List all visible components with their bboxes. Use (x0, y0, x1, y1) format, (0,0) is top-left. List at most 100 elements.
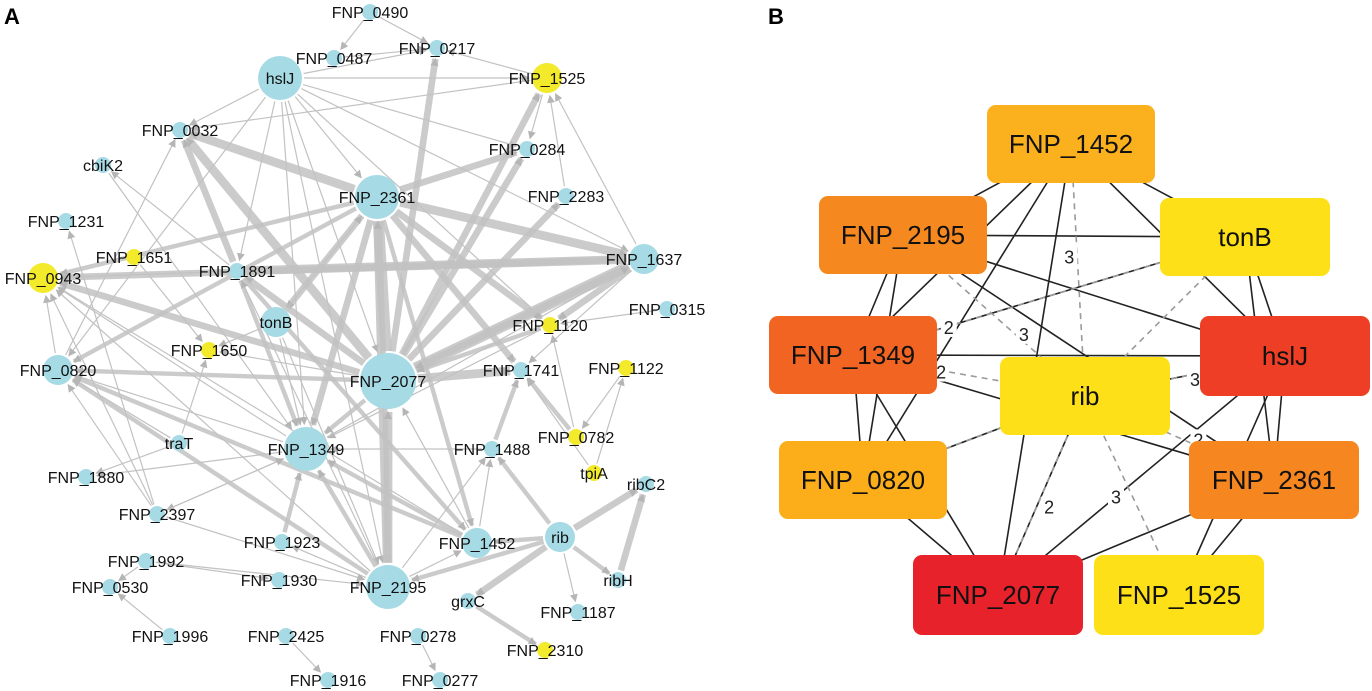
node-circle (570, 604, 586, 620)
node-label: FNP_0277 (402, 673, 479, 690)
node-fnp-1891[interactable]: FNP_1891 (199, 263, 276, 281)
hub-node-tonb[interactable]: tonB (1160, 198, 1330, 276)
node-fnp-2195[interactable]: FNP_2195 (350, 565, 427, 609)
hub-node-label: FNP_0820 (801, 465, 925, 495)
hub-node-fnp-2195[interactable]: FNP_2195 (819, 196, 987, 274)
node-fnp-2361[interactable]: FNP_2361 (339, 175, 416, 219)
node-fnp-2283[interactable]: FNP_2283 (528, 188, 605, 206)
hub-node-fnp-2361[interactable]: FNP_2361 (1189, 441, 1359, 519)
node-cbik2[interactable]: cbiK2 (83, 157, 123, 175)
node-label: traT (165, 436, 194, 453)
node-fnp-2425[interactable]: FNP_2425 (248, 628, 325, 646)
node-circle (558, 188, 574, 204)
node-fnp-0277[interactable]: FNP_0277 (402, 672, 479, 690)
edge-tonb-to-fnp-2361 (286, 215, 362, 310)
node-grxc[interactable]: grxC (451, 593, 485, 611)
node-ribc2[interactable]: ribC2 (627, 476, 665, 494)
node-fnp-1187[interactable]: FNP_1187 (540, 604, 616, 622)
edge-label-bg (1015, 323, 1032, 344)
node-ribh[interactable]: ribH (603, 572, 633, 590)
node-fnp-1651[interactable]: FNP_1651 (96, 249, 173, 267)
node-circle (229, 263, 245, 279)
panel-a-edges (43, 16, 658, 673)
node-fnp-0820[interactable]: FNP_0820 (20, 355, 97, 385)
edge-rib-to-fnp-1187 (563, 553, 578, 603)
node-fnp-1996[interactable]: FNP_1996 (132, 628, 209, 646)
edge-fnp-0490-to-fnp-0217 (378, 16, 429, 44)
edge-hslj-to-fnp-0820 (68, 96, 266, 357)
node-fnp-0032[interactable]: FNP_0032 (142, 122, 219, 140)
hub-node-fnp-1525[interactable]: FNP_1525 (1094, 555, 1264, 635)
node-fnp-1650[interactable]: FNP_1650 (171, 342, 248, 360)
node-circle (278, 628, 294, 644)
edge-weight-label: 2 (944, 318, 954, 338)
edge-grxc-to-fnp-2310 (475, 604, 537, 646)
node-trat[interactable]: traT (165, 435, 194, 453)
node-fnp-2397[interactable]: FNP_2397 (119, 506, 196, 524)
node-fnp-2077[interactable]: FNP_2077 (350, 353, 427, 409)
node-fnp-1349[interactable]: FNP_1349 (268, 427, 345, 471)
hub-node-rib[interactable]: rib (1000, 357, 1170, 435)
node-fnp-0217[interactable]: FNP_0217 (399, 40, 476, 58)
node-rib[interactable]: rib (545, 522, 575, 552)
node-fnp-0487[interactable]: FNP_0487 (296, 50, 373, 68)
node-circle (462, 528, 492, 558)
node-fnp-1916[interactable]: FNP_1916 (290, 672, 367, 690)
edge-trat-to-fnp-0820 (72, 378, 171, 439)
node-circle (659, 301, 675, 317)
edge-fnp-1923-to-fnp-1349 (282, 472, 302, 533)
node-fnp-1120[interactable]: FNP_1120 (512, 317, 588, 335)
hub-node-fnp-0820[interactable]: FNP_0820 (779, 441, 947, 519)
node-tpia[interactable]: tpiA (580, 465, 608, 483)
edge-ribh-to-ribc2 (617, 493, 647, 572)
node-fnp-1880[interactable]: FNP_1880 (48, 469, 125, 487)
hub-node-box (1000, 357, 1170, 435)
node-fnp-0782[interactable]: FNP_0782 (538, 429, 615, 447)
hub-node-box (987, 105, 1155, 183)
node-label: FNP_0943 (5, 271, 82, 288)
node-fnp-0530[interactable]: FNP_0530 (72, 579, 149, 597)
node-fnp-1488[interactable]: FNP_1488 (454, 441, 531, 459)
node-fnp-2310[interactable]: FNP_2310 (507, 642, 584, 660)
node-hslj[interactable]: hslJ (258, 56, 302, 100)
node-circle (610, 572, 626, 588)
node-label: FNP_1930 (241, 573, 318, 590)
hub-node-fnp-1452[interactable]: FNP_1452 (987, 105, 1155, 183)
hub-node-fnp-2077[interactable]: FNP_2077 (913, 555, 1083, 635)
node-fnp-1637[interactable]: FNP_1637 (606, 244, 683, 274)
node-fnp-1525[interactable]: FNP_1525 (509, 63, 586, 93)
edge-fnp-1349-to-fnp-0943 (57, 287, 287, 437)
node-fnp-1930[interactable]: FNP_1930 (241, 572, 318, 590)
edge-fnp-1525-to-fnp-0284 (528, 94, 543, 140)
edge-fnp-1525-to-fnp-0217 (446, 48, 531, 75)
hub-node-hslj[interactable]: hslJ (1200, 316, 1370, 396)
node-circle (618, 360, 634, 376)
node-fnp-1992[interactable]: FNP_1992 (108, 553, 185, 571)
edge-fnp-1992-to-fnp-0530 (118, 566, 139, 582)
edge-fnp-1637-to-fnp-2077 (414, 263, 631, 371)
edge-fnp-2077-to-fnp-0820 (75, 366, 359, 383)
edge-rib-to-fnp-1488 (496, 456, 552, 525)
edge-fnp-2077-to-fnp-1525 (398, 92, 542, 356)
edge-fnp-0490-to-fnp-0487 (340, 19, 365, 51)
node-fnp-1231[interactable]: FNP_1231 (28, 213, 105, 231)
node-fnp-0490[interactable]: FNP_0490 (332, 4, 409, 22)
panel-b-label: B (768, 4, 784, 29)
hub-node-fnp-1349[interactable]: FNP_1349 (769, 316, 937, 394)
node-fnp-1923[interactable]: FNP_1923 (244, 534, 321, 552)
node-fnp-0315[interactable]: FNP_0315 (629, 301, 706, 319)
node-fnp-1452[interactable]: FNP_1452 (439, 528, 516, 558)
node-fnp-1122[interactable]: FNP_1122 (588, 360, 664, 378)
node-circle (271, 572, 287, 588)
node-fnp-1741[interactable]: FNP_1741 (483, 362, 560, 380)
node-tonb[interactable]: tonB (260, 307, 293, 337)
node-fnp-0943[interactable]: FNP_0943 (5, 263, 82, 293)
node-fnp-0278[interactable]: FNP_0278 (380, 628, 457, 646)
node-label: FNP_2283 (528, 189, 605, 206)
node-label: FNP_1992 (108, 554, 185, 571)
node-circle (149, 506, 165, 522)
node-fnp-0284[interactable]: FNP_0284 (489, 141, 566, 159)
node-circle (568, 429, 584, 445)
edge-fnp-2397-to-fnp-0820 (67, 383, 152, 507)
